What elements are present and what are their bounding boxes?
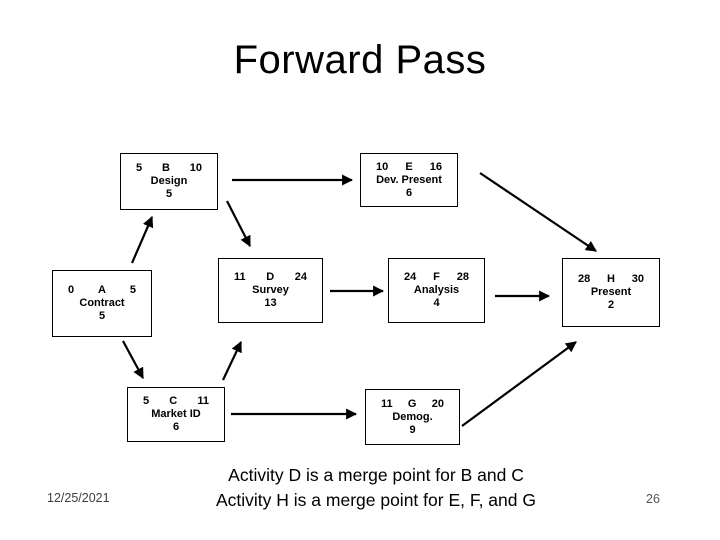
dependency-arrow-B-to-D bbox=[226, 200, 251, 247]
activity-id: H bbox=[607, 273, 615, 285]
activity-label: Analysis bbox=[413, 284, 460, 296]
note-line-2: Activity H is a merge point for E, F, an… bbox=[216, 490, 536, 510]
activity-duration: 6 bbox=[172, 421, 180, 433]
activity-id: G bbox=[407, 397, 417, 410]
activity-label: Survey bbox=[252, 284, 289, 296]
slide-number: 26 bbox=[646, 492, 660, 506]
early-finish: 11 bbox=[197, 395, 209, 407]
activity-label: Present bbox=[590, 286, 632, 298]
slide-title: Forward Pass bbox=[233, 38, 487, 82]
activity-duration: 4 bbox=[433, 297, 440, 309]
activity-label: Design bbox=[150, 175, 188, 187]
early-start: 11 bbox=[381, 397, 393, 410]
early-start: 5 bbox=[136, 162, 143, 174]
activity-duration: 13 bbox=[264, 297, 277, 309]
early-start: 0 bbox=[68, 284, 75, 296]
activity-label: Dev. Present bbox=[376, 173, 442, 186]
early-finish: 20 bbox=[431, 397, 444, 410]
activity-label: Demog. bbox=[392, 410, 433, 423]
early-finish: 28 bbox=[456, 271, 469, 283]
dependency-arrow-E-to-H bbox=[479, 172, 597, 252]
early-finish: 30 bbox=[631, 273, 644, 285]
activity-duration: 6 bbox=[405, 186, 413, 199]
activity-label: Market ID bbox=[151, 408, 201, 420]
activity-id: C bbox=[169, 395, 178, 407]
activity-id: D bbox=[266, 271, 275, 283]
activity-id: E bbox=[405, 160, 413, 173]
activity-id: A bbox=[98, 284, 106, 296]
early-start: 11 bbox=[234, 271, 246, 283]
dependency-arrow-C-to-D bbox=[222, 341, 242, 381]
note-line-1: Activity D is a merge point for B and C bbox=[228, 465, 524, 485]
activity-id: F bbox=[433, 271, 440, 283]
early-start: 10 bbox=[376, 160, 389, 173]
dependency-arrow-A-to-C bbox=[122, 340, 144, 379]
activity-label: Contract bbox=[79, 297, 125, 309]
dependency-arrow-G-to-H bbox=[461, 341, 577, 427]
early-finish: 24 bbox=[294, 271, 307, 283]
early-finish: 10 bbox=[189, 162, 202, 174]
footer-date: 12/25/2021 bbox=[47, 491, 110, 505]
activity-duration: 5 bbox=[165, 188, 173, 200]
early-start: 24 bbox=[404, 271, 417, 283]
dependency-arrow-A-to-B bbox=[130, 215, 154, 264]
early-finish: 16 bbox=[429, 160, 442, 173]
activity-duration: 5 bbox=[98, 310, 106, 322]
activity-id: B bbox=[161, 162, 170, 174]
activity-duration: 2 bbox=[607, 299, 615, 311]
activity-duration: 9 bbox=[409, 423, 416, 436]
early-start: 5 bbox=[143, 395, 150, 407]
early-start: 28 bbox=[578, 273, 591, 285]
early-finish: 5 bbox=[129, 284, 136, 296]
merge-point-notes: Activity D is a merge point for B and C … bbox=[36, 463, 716, 513]
